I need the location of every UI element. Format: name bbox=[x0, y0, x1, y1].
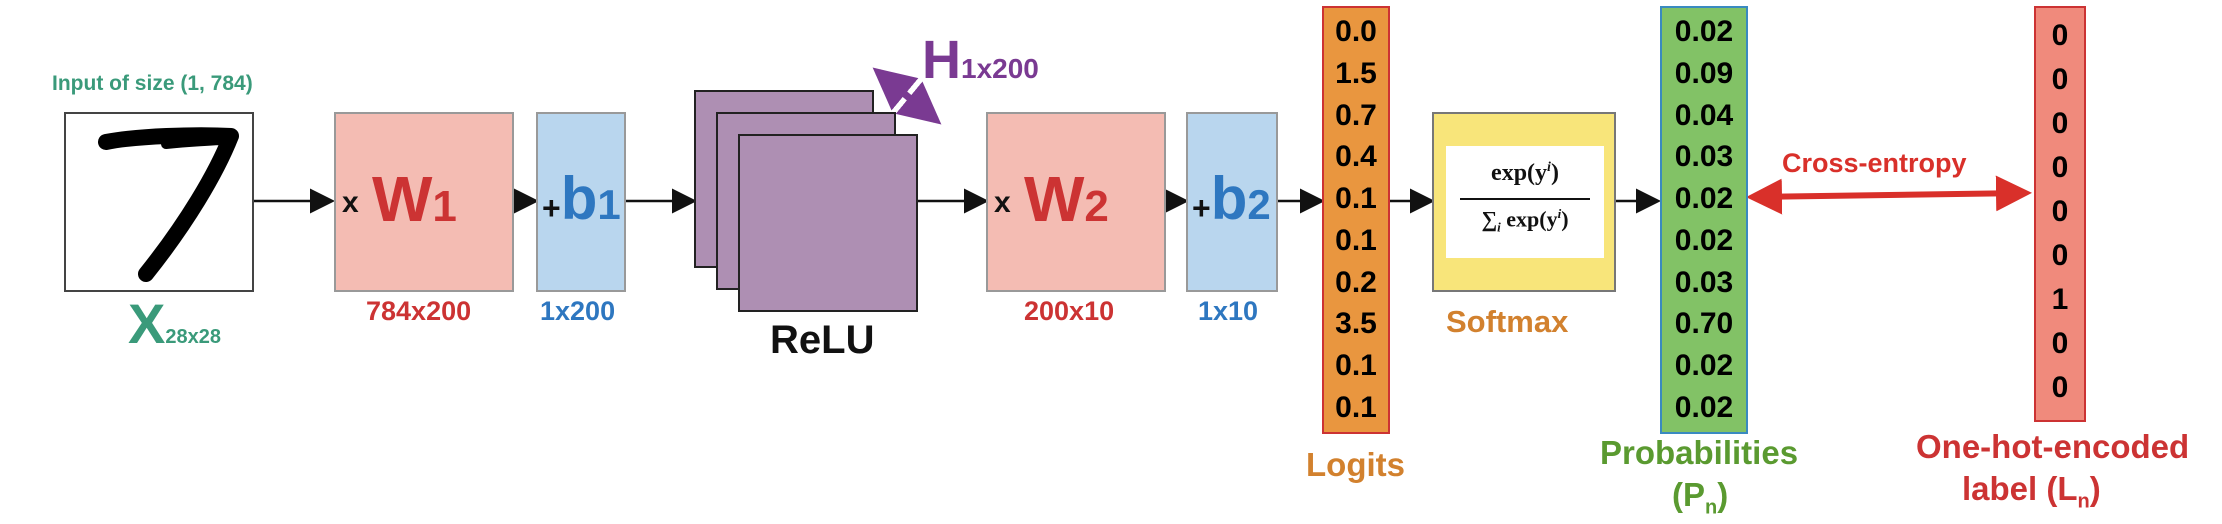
one-hot-value: 0 bbox=[2051, 239, 2069, 272]
handwritten-seven-glyph bbox=[98, 127, 239, 282]
probabilities-symbol: (Pn) bbox=[1672, 476, 1728, 520]
input-matrix-dims: 28x28 bbox=[165, 326, 221, 348]
cross-entropy-arrow bbox=[1746, 175, 2032, 215]
w2-multiply-symbol: x bbox=[994, 186, 1011, 219]
input-size-caption: Input of size (1, 784) bbox=[52, 72, 253, 95]
hidden-symbol: H bbox=[922, 30, 961, 90]
w1-subscript: 1 bbox=[432, 182, 457, 231]
softmax-sum-index: i bbox=[1497, 219, 1501, 235]
one-hot-label: One-hot-encoded bbox=[1916, 428, 2190, 465]
logit-value: 0.4 bbox=[1335, 140, 1377, 174]
one-hot-symbol-open: label (L bbox=[1962, 470, 2078, 507]
softmax-denominator-text: exp(y bbox=[1500, 206, 1558, 232]
softmax-block: exp(yi) ∑i exp(yi) bbox=[1432, 112, 1616, 292]
probability-value: 0.03 bbox=[1674, 265, 1734, 299]
logits-column: 0.0 1.5 0.7 0.4 0.1 0.1 0.2 3.5 0.1 0.1 bbox=[1322, 6, 1390, 434]
bias-b1-block: +b1 bbox=[536, 112, 626, 292]
probability-value: 0.04 bbox=[1674, 98, 1734, 132]
logit-value: 1.5 bbox=[1335, 56, 1377, 90]
b2-plus-symbol: + bbox=[1192, 190, 1211, 226]
logit-value: 0.1 bbox=[1335, 390, 1377, 424]
probabilities-column: 0.02 0.09 0.04 0.03 0.02 0.02 0.03 0.70 … bbox=[1660, 6, 1748, 434]
one-hot-value: 0 bbox=[2051, 19, 2069, 52]
softmax-numerator-sup: i bbox=[1547, 160, 1551, 175]
w1-main: W bbox=[372, 163, 433, 235]
w1-dims: 784x200 bbox=[366, 296, 472, 326]
bias-b2-block: +b2 bbox=[1186, 112, 1278, 292]
one-hot-symbol: label (Ln) bbox=[1962, 470, 2101, 514]
softmax-label: Softmax bbox=[1446, 304, 1569, 339]
one-hot-value: 0 bbox=[2051, 63, 2069, 96]
one-hot-column: 0 0 0 0 0 0 1 0 0 bbox=[2034, 6, 2086, 422]
one-hot-symbol-close: ) bbox=[2089, 470, 2101, 507]
logit-value: 0.7 bbox=[1335, 98, 1377, 132]
probabilities-symbol-sub: n bbox=[1705, 496, 1718, 519]
probabilities-symbol-close: ) bbox=[1717, 476, 1729, 513]
cross-entropy-label: Cross-entropy bbox=[1782, 148, 1967, 178]
logits-label: Logits bbox=[1306, 446, 1405, 483]
probability-value: 0.03 bbox=[1674, 140, 1734, 174]
hidden-size-label: H1x200 bbox=[922, 30, 1039, 99]
b2-dims: 1x10 bbox=[1198, 296, 1259, 326]
probability-value: 0.02 bbox=[1674, 15, 1734, 48]
w1-symbol: W1 bbox=[372, 164, 457, 242]
w2-main: W bbox=[1024, 163, 1085, 235]
b1-plus-symbol: + bbox=[542, 190, 561, 226]
softmax-sum-symbol: ∑ bbox=[1481, 206, 1498, 232]
softmax-denominator: ∑i exp(yi) bbox=[1446, 206, 1604, 236]
b2-main: b bbox=[1210, 165, 1248, 232]
one-hot-symbol-sub: n bbox=[2077, 490, 2090, 513]
relu-label: ReLU bbox=[770, 318, 875, 362]
weights-w1-block: x W1 bbox=[334, 112, 514, 292]
probabilities-symbol-open: (P bbox=[1672, 476, 1705, 513]
one-hot-value: 0 bbox=[2051, 195, 2069, 228]
softmax-formula-panel: exp(yi) ∑i exp(yi) bbox=[1446, 146, 1604, 258]
one-hot-value: 1 bbox=[2051, 283, 2069, 316]
softmax-fraction-bar bbox=[1460, 198, 1590, 200]
probability-value: 0.70 bbox=[1674, 307, 1734, 341]
one-hot-value: 0 bbox=[2051, 327, 2069, 360]
softmax-denominator-sup: i bbox=[1557, 206, 1562, 221]
one-hot-value: 0 bbox=[2051, 371, 2069, 404]
w2-dims: 200x10 bbox=[1024, 296, 1115, 326]
input-digit-image bbox=[64, 112, 254, 292]
logit-value: 0.2 bbox=[1335, 265, 1377, 299]
w2-symbol: W2 bbox=[1024, 164, 1109, 242]
b2-symbol: +b2 bbox=[1192, 164, 1271, 243]
probability-value: 0.02 bbox=[1674, 349, 1734, 383]
hidden-size-arrow bbox=[872, 67, 942, 125]
logit-value: 0.1 bbox=[1335, 349, 1377, 383]
probability-value: 0.09 bbox=[1674, 56, 1734, 90]
b2-subscript: 2 bbox=[1247, 181, 1271, 228]
softmax-numerator-end: ) bbox=[1550, 160, 1559, 186]
logit-value: 0.1 bbox=[1335, 182, 1377, 216]
probability-value: 0.02 bbox=[1674, 223, 1734, 257]
w1-multiply-symbol: x bbox=[342, 186, 359, 219]
relu-layer-front bbox=[738, 134, 918, 312]
logit-value: 0.1 bbox=[1335, 223, 1377, 257]
b1-subscript: 1 bbox=[597, 181, 621, 228]
softmax-numerator-text: exp(y bbox=[1491, 160, 1548, 186]
input-matrix-symbol: X bbox=[128, 292, 166, 355]
input-matrix-label: X28x28 bbox=[128, 294, 221, 367]
probability-value: 0.02 bbox=[1674, 390, 1734, 424]
one-hot-value: 0 bbox=[2051, 151, 2069, 184]
one-hot-value: 0 bbox=[2051, 107, 2069, 140]
b1-dims: 1x200 bbox=[540, 296, 616, 326]
w2-subscript: 2 bbox=[1084, 182, 1109, 231]
softmax-numerator: exp(yi) bbox=[1446, 160, 1604, 187]
logit-value: 0.0 bbox=[1335, 15, 1377, 48]
hidden-dims: 1x200 bbox=[961, 53, 1039, 84]
logit-value: 3.5 bbox=[1335, 307, 1377, 341]
weights-w2-block: x W2 bbox=[986, 112, 1166, 292]
softmax-denominator-end: ) bbox=[1561, 206, 1569, 232]
probability-value: 0.02 bbox=[1674, 182, 1734, 216]
b1-main: b bbox=[560, 165, 598, 232]
b1-symbol: +b1 bbox=[542, 164, 621, 243]
probabilities-label: Probabilities bbox=[1600, 434, 1799, 471]
